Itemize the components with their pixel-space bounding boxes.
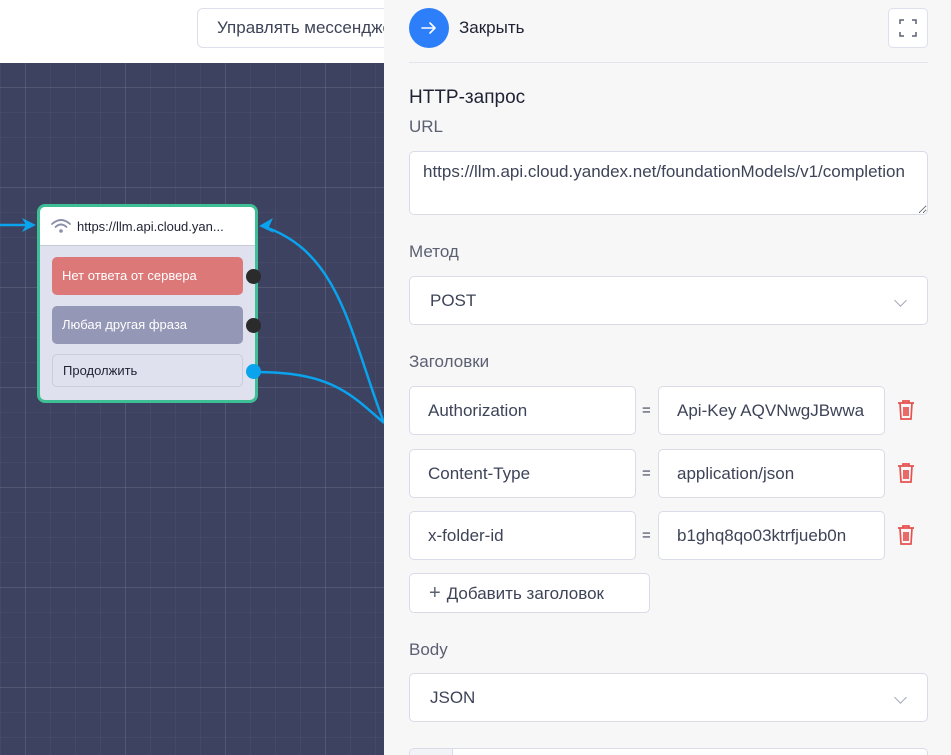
incoming-arrow-right xyxy=(259,218,274,233)
node-title: https://llm.api.cloud.yan... xyxy=(77,218,224,234)
fullscreen-icon xyxy=(899,19,917,37)
equals-sign: = xyxy=(642,527,651,544)
wifi-icon xyxy=(51,219,71,233)
chevron-down-icon xyxy=(894,691,907,704)
method-value: POST xyxy=(430,291,477,310)
incoming-arrow-left xyxy=(22,218,36,232)
fullscreen-button[interactable] xyxy=(888,8,928,48)
editor-gutter xyxy=(410,749,453,755)
header-value-field[interactable]: b1ghq8qo03ktrfjueb0n xyxy=(658,511,885,560)
header-key-field[interactable]: Authorization xyxy=(409,386,636,435)
body-code-editor[interactable] xyxy=(409,748,928,755)
trash-icon[interactable] xyxy=(896,399,916,421)
http-request-node[interactable]: https://llm.api.cloud.yan... Нет ответа … xyxy=(37,204,258,403)
header-value-field[interactable]: application/json xyxy=(658,449,885,498)
chevron-down-icon xyxy=(894,294,907,307)
trash-icon[interactable] xyxy=(896,524,916,546)
add-header-label: Добавить заголовок xyxy=(446,584,604,603)
output-port-any-phrase[interactable] xyxy=(246,318,261,333)
url-label: URL xyxy=(409,117,444,136)
output-port-continue[interactable] xyxy=(246,364,261,379)
body-type-select[interactable]: JSON xyxy=(409,673,928,722)
loop-wire xyxy=(254,370,384,424)
flow-canvas[interactable]: https://llm.api.cloud.yan... Нет ответа … xyxy=(0,63,384,755)
plus-icon: + xyxy=(429,582,441,604)
connection-wires xyxy=(0,218,384,424)
node-header[interactable]: https://llm.api.cloud.yan... xyxy=(40,207,255,246)
body-label: Body xyxy=(409,640,448,659)
header-key-field[interactable]: Content-Type xyxy=(409,449,636,498)
method-label: Метод xyxy=(409,242,459,261)
node-output-continue[interactable]: Продолжить xyxy=(52,354,243,387)
url-field[interactable]: https://llm.api.cloud.yandex.net/foundat… xyxy=(409,151,928,215)
equals-sign: = xyxy=(642,465,651,482)
section-title: HTTP-запрос xyxy=(409,87,526,108)
body-type-value: JSON xyxy=(430,688,476,707)
node-output-any-phrase[interactable]: Любая другая фраза xyxy=(52,306,243,344)
settings-panel: Закрыть HTTP-запрос URL https://llm.api.… xyxy=(384,0,951,755)
headers-label: Заголовки xyxy=(409,352,490,371)
header-value-field[interactable]: Api-Key AQVNwgJBwwa xyxy=(658,386,885,435)
trash-icon[interactable] xyxy=(896,462,916,484)
close-label[interactable]: Закрыть xyxy=(459,18,525,37)
equals-sign: = xyxy=(642,402,651,419)
node-output-no-response[interactable]: Нет ответа от сервера xyxy=(52,257,243,295)
header-divider xyxy=(409,62,928,63)
add-header-button[interactable]: + Добавить заголовок xyxy=(409,573,650,613)
arrow-right-icon xyxy=(421,22,436,34)
return-wire xyxy=(264,225,384,424)
output-port-no-response[interactable] xyxy=(246,269,261,284)
close-button[interactable] xyxy=(409,8,449,48)
manage-messengers-button[interactable]: Управлять мессенджерами xyxy=(197,8,417,48)
method-select[interactable]: POST xyxy=(409,276,928,325)
header-key-field[interactable]: x-folder-id xyxy=(409,511,636,560)
